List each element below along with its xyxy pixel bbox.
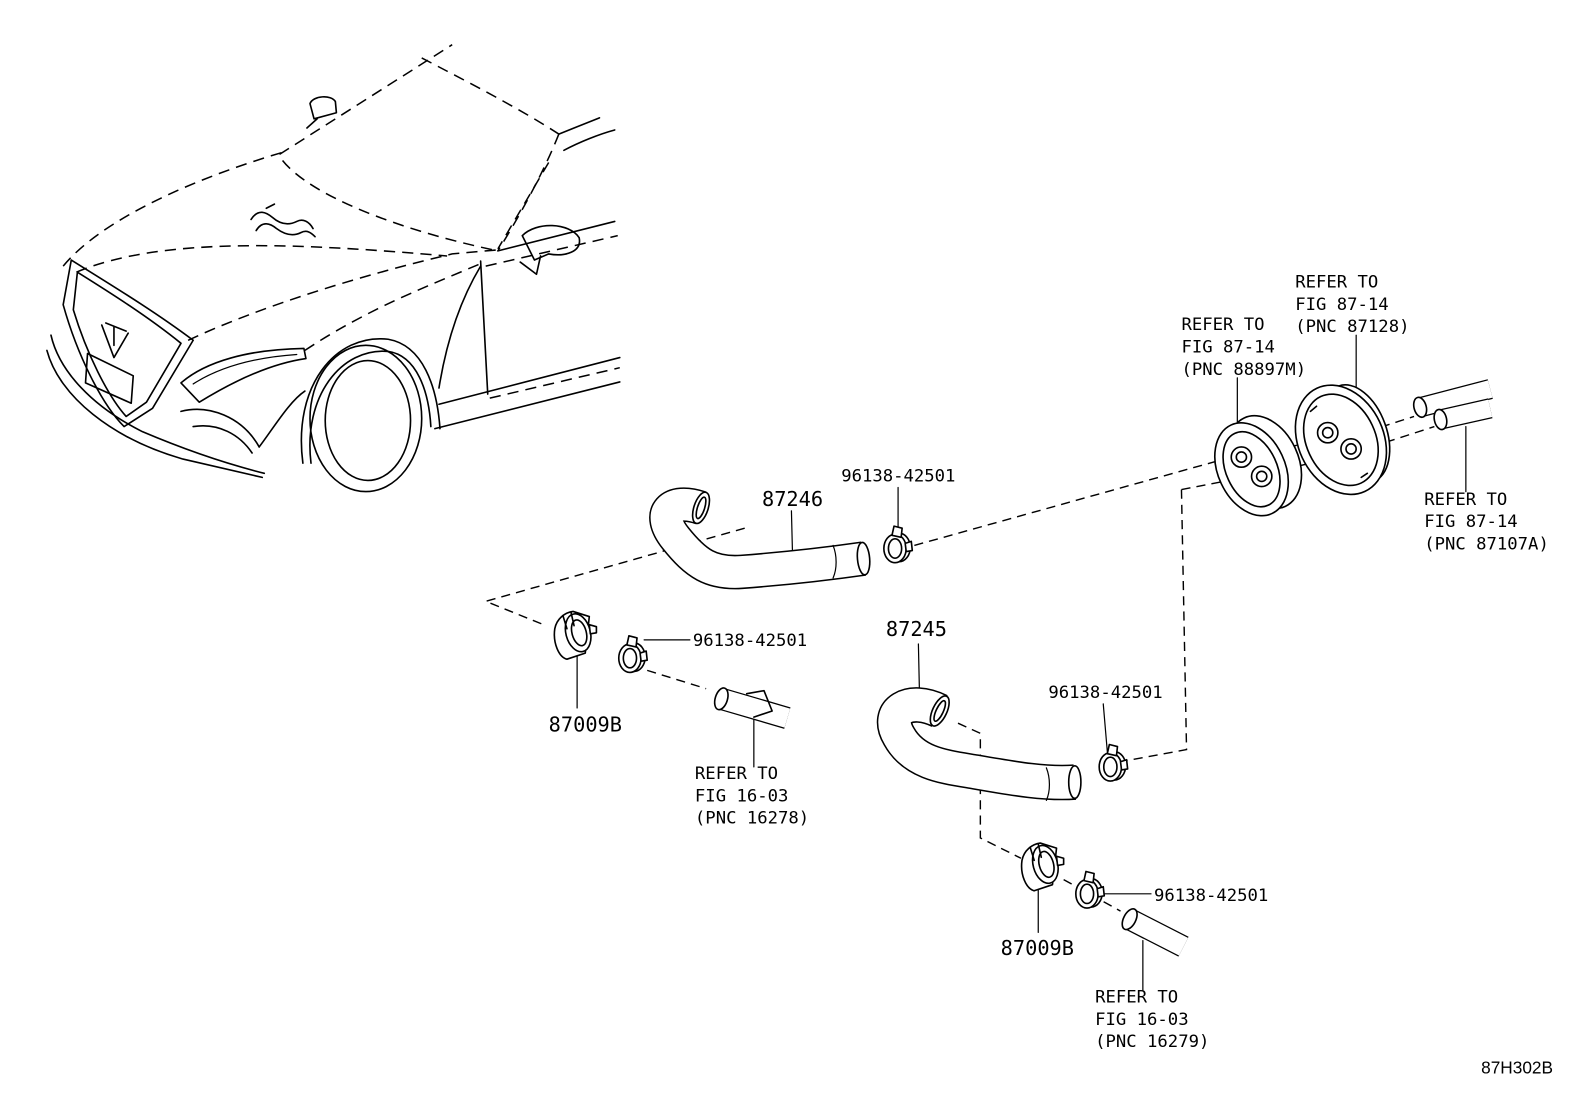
ref-grommet-line1: REFER TO	[1181, 315, 1264, 335]
callout-collar-lower: 87009B	[1001, 936, 1074, 960]
pipe-16278	[713, 687, 791, 729]
hose-87246-lower-end	[856, 541, 871, 576]
pipe-16279	[1121, 908, 1189, 957]
car-windshield-bottom	[281, 160, 499, 252]
car-fog-light	[180, 408, 261, 454]
dashed-line-vertical-to-clamp	[1125, 489, 1188, 762]
hose-87246	[649, 487, 871, 590]
dashed-line-lower-port-pipe	[1371, 425, 1435, 448]
car-side-window-line	[497, 220, 616, 252]
dashed-line-hose-upper-to-collar	[483, 527, 745, 626]
car-license-plate	[84, 352, 135, 405]
callout-clamp-lower: 96138-42501	[1154, 886, 1268, 906]
ref-pipe-left-line1: REFER TO	[695, 764, 778, 784]
hose-87245-lower-end	[1067, 765, 1082, 800]
car-grille-inner	[72, 271, 182, 418]
clamp-96138-42501-lower	[1075, 870, 1106, 909]
car-fender-line	[304, 263, 480, 352]
leader-clamp-mid	[1102, 703, 1108, 753]
clamp-96138-42501-mid	[1098, 743, 1129, 782]
car-front-wheel-tire	[309, 344, 423, 493]
callout-clamp-mid: 96138-42501	[1048, 683, 1162, 703]
ref-grommet-line3: (PNC 88897M)	[1181, 360, 1306, 380]
hose-87245-upper-end	[929, 695, 950, 727]
car-wheel-arch	[300, 337, 441, 464]
clamp-96138-42501-upper	[883, 525, 914, 564]
leader-hose-upper	[790, 510, 794, 553]
callout-collar-left: 87009B	[549, 712, 622, 736]
car-windshield-top	[421, 57, 560, 135]
car-windshield-left-pillar	[279, 44, 453, 156]
car-bumper-side	[258, 390, 306, 448]
dashed-line-lower-port	[1181, 478, 1235, 491]
car-rearview-mirror	[306, 96, 338, 129]
callout-clamp-left: 96138-42501	[693, 631, 807, 651]
ref-pipes-line3: (PNC 87107A)	[1424, 534, 1549, 554]
grommet-88897M	[1214, 414, 1303, 517]
ref-cover-line3: (PNC 87128)	[1295, 317, 1409, 337]
car-rocker-dash	[489, 366, 620, 399]
car-emblem	[100, 322, 129, 359]
clamp-96138-42501-left	[617, 635, 649, 674]
car-hood-icon	[250, 203, 316, 238]
ref-pipe-lower-line1: REFER TO	[1095, 988, 1178, 1008]
car-roof-edge-inner	[563, 129, 616, 152]
car-front-wheel-rim	[324, 359, 412, 482]
ref-cover-line1: REFER TO	[1295, 272, 1378, 292]
ref-pipe-lower-line2: FIG 16-03	[1095, 1010, 1188, 1030]
car-fender-rear-edge	[438, 265, 482, 389]
ref-pipe-left-line3: (PNC 16278)	[695, 809, 809, 829]
car-wheel-arch-inner	[309, 350, 432, 464]
pipes-87107A	[1412, 379, 1493, 431]
leader-hose-lower	[917, 643, 921, 692]
car-headlight-inner	[192, 353, 298, 385]
callout-87246: 87246	[762, 487, 823, 511]
ref-pipe-lower-line3: (PNC 16279)	[1095, 1032, 1209, 1052]
ref-pipe-left-line2: FIG 16-03	[695, 786, 788, 806]
hose-87245	[876, 687, 1082, 801]
callout-87245: 87245	[886, 617, 947, 641]
car-door-line	[479, 260, 489, 395]
car-rocker-panel-bottom	[434, 381, 621, 430]
car-side-window-dash	[497, 162, 550, 250]
car-front-bumper-lower	[46, 349, 264, 479]
car-front-bumper	[50, 334, 266, 475]
collar-87009B-left	[553, 610, 598, 661]
cover-87128	[1294, 384, 1391, 496]
diagram-id: 87H302B	[1481, 1058, 1553, 1078]
ref-grommet-line2: FIG 87-14	[1181, 337, 1274, 357]
car-grille	[62, 259, 194, 428]
car-windshield-right-pillar	[497, 133, 560, 252]
collar-87009B-lower	[1020, 842, 1065, 892]
car-hood-crease	[76, 244, 448, 273]
ref-cover-line2: FIG 87-14	[1295, 295, 1388, 315]
dashed-line-clamp-to-grommet	[914, 458, 1225, 547]
car-illustration	[46, 44, 621, 493]
ref-pipes-line2: FIG 87-14	[1424, 512, 1517, 532]
car-rocker-panel-top	[438, 356, 621, 406]
car-side-mirror	[519, 224, 581, 276]
dashed-line-clamp-to-pipe-left	[646, 669, 707, 690]
car-roof-edge	[558, 117, 601, 135]
car-body-side-line	[485, 234, 618, 267]
car-hood-side-edge	[187, 249, 498, 341]
labels: 87246 96138-42501 REFER TO FIG 87-14 (PN…	[549, 272, 1553, 1077]
ref-pipes-line1: REFER TO	[1424, 490, 1507, 510]
callout-clamp-upper: 96138-42501	[841, 466, 955, 486]
car-headlight	[180, 347, 307, 404]
car-hood-front-edge	[62, 151, 283, 267]
